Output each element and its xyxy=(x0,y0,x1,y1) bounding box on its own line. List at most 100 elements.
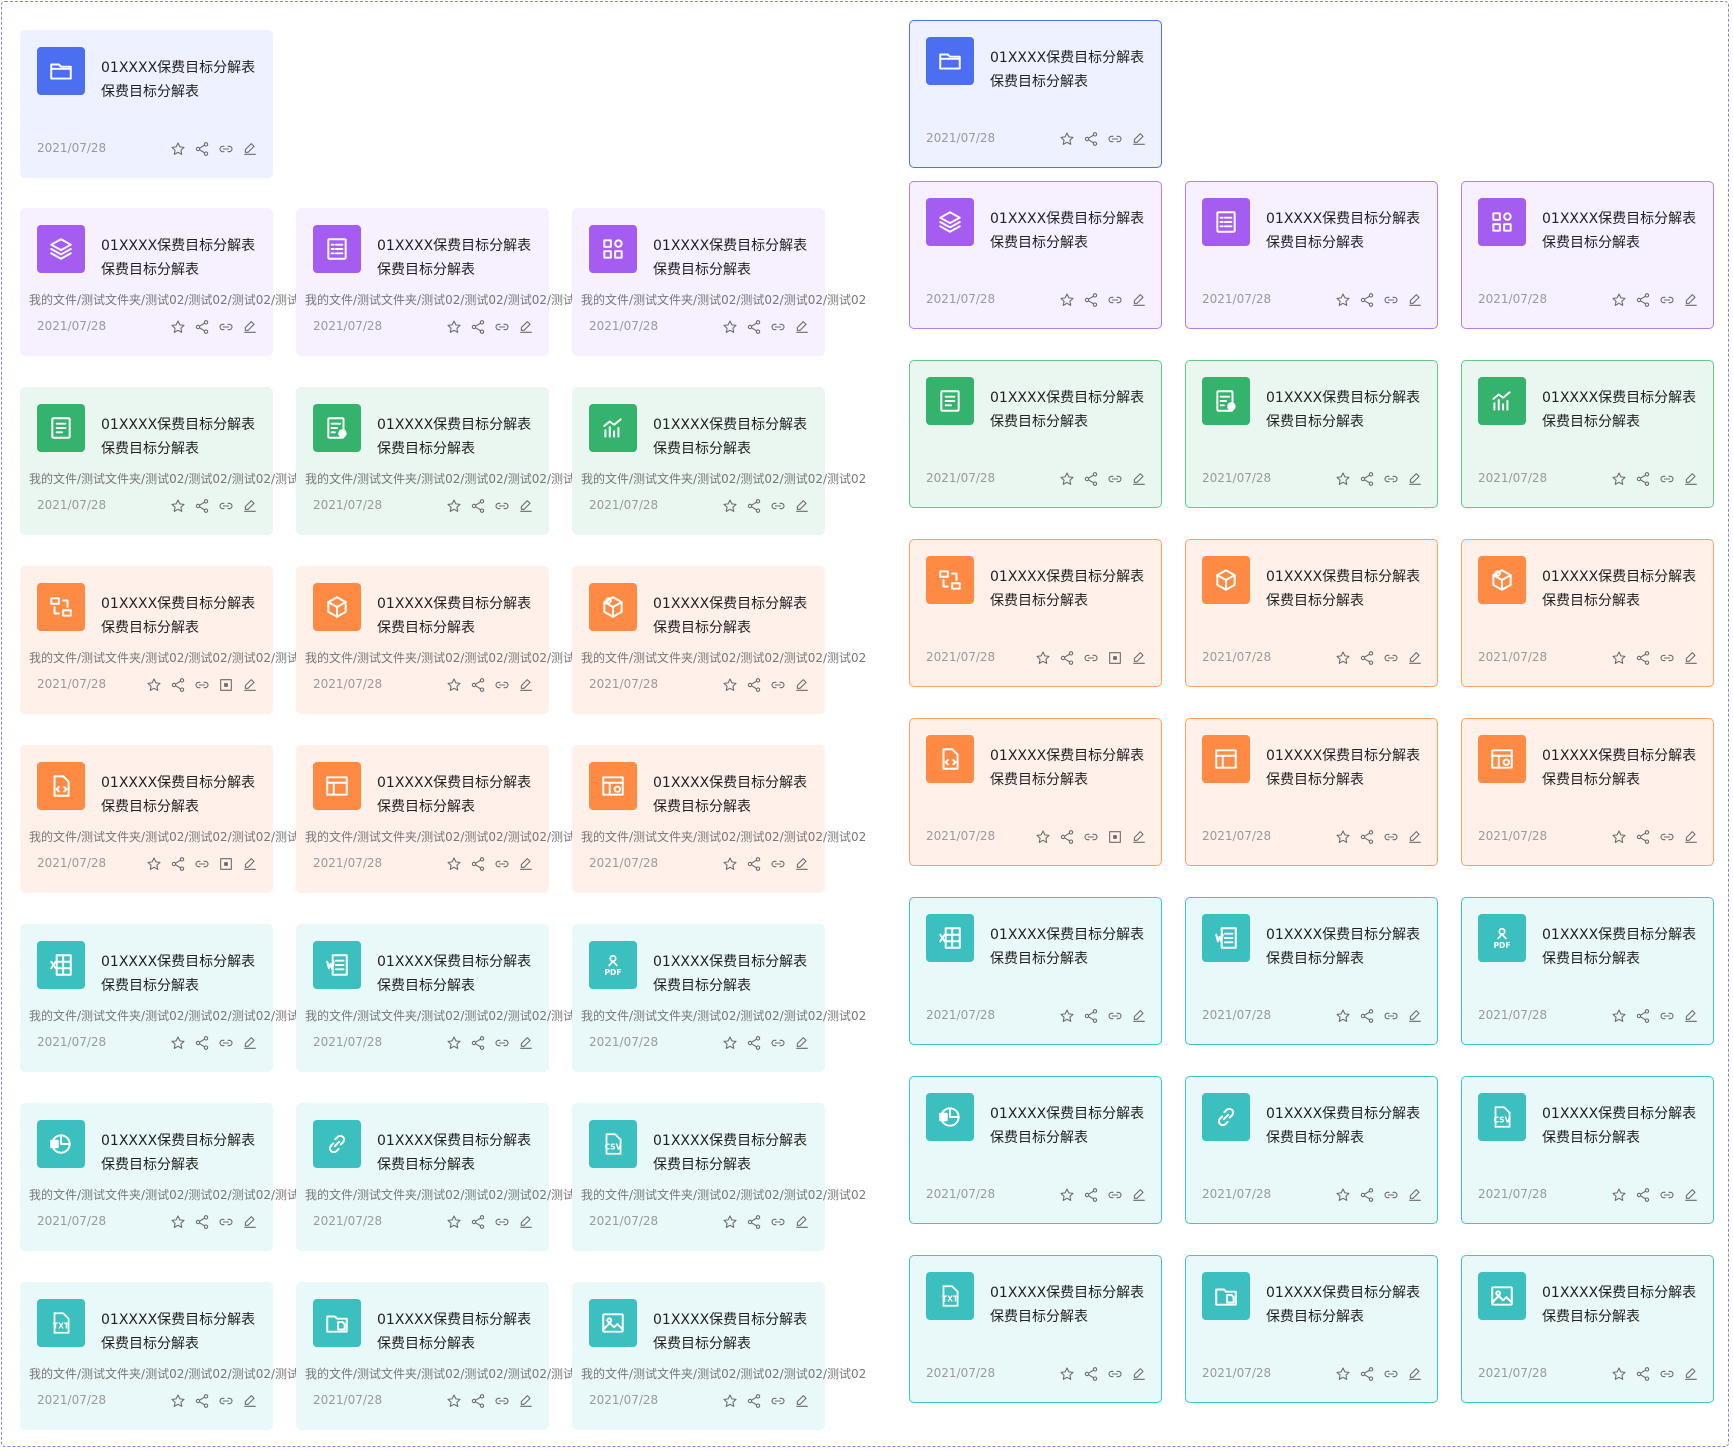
link-icon[interactable] xyxy=(1383,471,1399,487)
link-icon[interactable] xyxy=(770,1035,786,1051)
link-icon[interactable] xyxy=(770,1214,786,1230)
share-icon[interactable] xyxy=(170,677,186,693)
link-icon[interactable] xyxy=(1659,471,1675,487)
link-icon[interactable] xyxy=(1659,1366,1675,1382)
link-icon[interactable] xyxy=(1383,1187,1399,1203)
share-icon[interactable] xyxy=(1359,292,1375,308)
share-icon[interactable] xyxy=(1083,292,1099,308)
link-icon[interactable] xyxy=(494,856,510,872)
link-icon[interactable] xyxy=(494,677,510,693)
edit-icon[interactable] xyxy=(1683,650,1699,666)
star-icon[interactable] xyxy=(446,1393,462,1409)
star-icon[interactable] xyxy=(722,856,738,872)
share-icon[interactable] xyxy=(1359,829,1375,845)
link-icon[interactable] xyxy=(770,856,786,872)
edit-icon[interactable] xyxy=(794,677,810,693)
share-icon[interactable] xyxy=(1359,1008,1375,1024)
link-icon[interactable] xyxy=(770,677,786,693)
star-icon[interactable] xyxy=(170,1035,186,1051)
star-icon[interactable] xyxy=(1335,471,1351,487)
edit-icon[interactable] xyxy=(1683,1187,1699,1203)
link-icon[interactable] xyxy=(218,1214,234,1230)
link-icon[interactable] xyxy=(1383,650,1399,666)
star-icon[interactable] xyxy=(1611,1366,1627,1382)
link-icon[interactable] xyxy=(218,1393,234,1409)
file-card[interactable]: 01XXXX保费目标分解表保费目标分解表我的文件/测试文件夹/测试02/测试02… xyxy=(572,208,866,356)
link-icon[interactable] xyxy=(218,141,234,157)
star-icon[interactable] xyxy=(1059,1187,1075,1203)
star-icon[interactable] xyxy=(1059,1008,1075,1024)
star-icon[interactable] xyxy=(446,319,462,335)
share-icon[interactable] xyxy=(1635,650,1651,666)
edit-icon[interactable] xyxy=(518,1393,534,1409)
file-card[interactable]: 01XXXX保费目标分解表保费目标分解表我的文件/测试文件夹/测试02/测试02… xyxy=(296,387,590,535)
link-icon[interactable] xyxy=(1083,829,1099,845)
star-icon[interactable] xyxy=(446,1035,462,1051)
star-icon[interactable] xyxy=(146,677,162,693)
share-icon[interactable] xyxy=(1635,292,1651,308)
star-icon[interactable] xyxy=(722,1035,738,1051)
share-icon[interactable] xyxy=(470,1393,486,1409)
star-icon[interactable] xyxy=(722,677,738,693)
share-icon[interactable] xyxy=(470,498,486,514)
share-icon[interactable] xyxy=(1359,471,1375,487)
edit-icon[interactable] xyxy=(1683,1366,1699,1382)
share-icon[interactable] xyxy=(746,677,762,693)
share-icon[interactable] xyxy=(1059,829,1075,845)
edit-icon[interactable] xyxy=(1683,471,1699,487)
edit-icon[interactable] xyxy=(1407,1366,1423,1382)
link-icon[interactable] xyxy=(494,319,510,335)
share-icon[interactable] xyxy=(194,498,210,514)
star-icon[interactable] xyxy=(1335,1366,1351,1382)
share-icon[interactable] xyxy=(1635,1366,1651,1382)
star-icon[interactable] xyxy=(170,1214,186,1230)
share-icon[interactable] xyxy=(746,1035,762,1051)
file-card[interactable]: 01XXXX保费目标分解表保费目标分解表我的文件/测试文件夹/测试02/测试02… xyxy=(572,566,866,714)
edit-icon[interactable] xyxy=(1683,1008,1699,1024)
star-icon[interactable] xyxy=(446,677,462,693)
file-card[interactable]: 01XXXX保费目标分解表保费目标分解表我的文件/测试文件夹/测试02/测试02… xyxy=(296,1282,590,1430)
star-icon[interactable] xyxy=(1611,1008,1627,1024)
file-card[interactable]: 01XXXX保费目标分解表保费目标分解表我的文件/测试文件夹/测试02/测试02… xyxy=(20,924,314,1072)
link-icon[interactable] xyxy=(1383,1366,1399,1382)
edit-icon[interactable] xyxy=(242,856,258,872)
star-icon[interactable] xyxy=(1335,292,1351,308)
link-icon[interactable] xyxy=(1083,650,1099,666)
share-icon[interactable] xyxy=(470,319,486,335)
edit-icon[interactable] xyxy=(794,1035,810,1051)
star-icon[interactable] xyxy=(1059,471,1075,487)
edit-icon[interactable] xyxy=(518,319,534,335)
share-icon[interactable] xyxy=(1635,471,1651,487)
share-icon[interactable] xyxy=(1083,1008,1099,1024)
edit-icon[interactable] xyxy=(794,498,810,514)
edit-icon[interactable] xyxy=(242,677,258,693)
link-icon[interactable] xyxy=(1107,471,1123,487)
share-icon[interactable] xyxy=(746,856,762,872)
star-icon[interactable] xyxy=(722,319,738,335)
star-icon[interactable] xyxy=(1611,1187,1627,1203)
star-icon[interactable] xyxy=(1335,650,1351,666)
link-icon[interactable] xyxy=(494,1393,510,1409)
edit-icon[interactable] xyxy=(794,319,810,335)
edit-icon[interactable] xyxy=(1131,471,1147,487)
share-icon[interactable] xyxy=(1359,1366,1375,1382)
edit-icon[interactable] xyxy=(518,677,534,693)
share-icon[interactable] xyxy=(1083,1187,1099,1203)
file-card[interactable]: 01XXXX保费目标分解表保费目标分解表我的文件/测试文件夹/测试02/测试02… xyxy=(296,566,590,714)
star-icon[interactable] xyxy=(446,498,462,514)
share-icon[interactable] xyxy=(470,1035,486,1051)
